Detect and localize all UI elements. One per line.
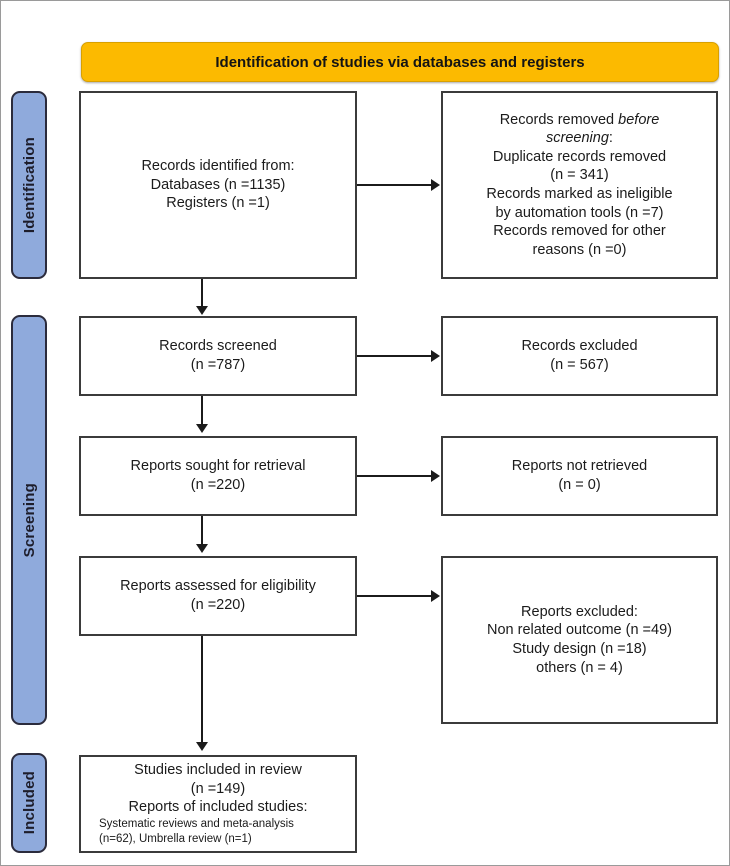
records-excluded-line-2: (n = 567): [550, 357, 609, 373]
records-identified-line-1: Records identified from:: [141, 158, 295, 175]
records-removed-line-3: Duplicate records removed: [492, 148, 667, 165]
connector-sought-to-assessed: [201, 516, 203, 549]
box-records-identified: Records identified from: Databases (n =1…: [79, 91, 357, 279]
records-removed-line-2: screening:: [546, 130, 613, 147]
records-screened-line-2: (n =787): [190, 357, 246, 373]
arrowhead-identified-to-removed: [431, 179, 440, 191]
arrowhead-assessed-to-included: [196, 742, 208, 751]
reports-excluded-line-4: others (n = 4): [536, 659, 623, 676]
stage-label-identification: Identification: [20, 136, 38, 234]
box-records-screened: Records screened (n =787): [79, 316, 357, 396]
header-banner-identification: Identification of studies via databases …: [81, 42, 719, 82]
stage-bar-included: Included: [11, 753, 47, 853]
reports-sought-line-1: Reports sought for retrieval: [130, 458, 306, 475]
records-screened-line-1: Records screened: [159, 338, 277, 355]
studies-included-line-1: Studies included in review: [134, 762, 302, 779]
stage-label-screening: Screening: [20, 482, 38, 558]
box-studies-included: Studies included in review (n =149) Repo…: [79, 755, 357, 853]
arrowhead-assessed-to-excluded: [431, 590, 440, 602]
reports-not-retrieved-line-2: (n = 0): [558, 477, 601, 493]
records-removed-line-1: Records removed before: [499, 111, 660, 128]
box-records-excluded: Records excluded (n = 567): [441, 316, 718, 396]
records-removed-line-5: Records marked as ineligible: [486, 186, 673, 202]
reports-assessed-line-1: Reports assessed for eligibility: [120, 578, 316, 595]
connector-sought-to-not-retrieved: [357, 475, 433, 477]
records-excluded-line-1: Records excluded: [521, 338, 638, 355]
records-identified-line-2: Databases (n =1135): [150, 176, 286, 193]
arrowhead-screened-to-sought: [196, 424, 208, 433]
box-reports-assessed: Reports assessed for eligibility (n =220…: [79, 556, 357, 636]
reports-excluded-line-3: Study design (n =18): [512, 641, 647, 657]
arrowhead-identified-to-screened: [196, 306, 208, 315]
box-reports-sought: Reports sought for retrieval (n =220): [79, 436, 357, 516]
arrowhead-sought-to-not-retrieved: [431, 470, 440, 482]
stage-bar-screening: Screening: [11, 315, 47, 725]
reports-assessed-line-2: (n =220): [190, 597, 246, 613]
connector-assessed-to-excluded: [357, 595, 433, 597]
connector-screened-to-excluded: [357, 355, 433, 357]
arrowhead-sought-to-assessed: [196, 544, 208, 553]
connector-identified-to-removed: [357, 184, 433, 186]
records-removed-line-8: reasons (n =0): [532, 241, 627, 258]
stage-label-included: Included: [20, 771, 38, 835]
arrowhead-screened-to-excluded: [431, 350, 440, 362]
records-removed-line-7: Records removed for other: [493, 223, 666, 240]
studies-included-line-3: Reports of included studies:: [128, 799, 308, 816]
connector-assessed-to-included: [201, 636, 203, 746]
records-identified-line-3: Registers (n =1): [166, 195, 270, 212]
studies-included-small-2: (n=62), Umbrella review (n=1): [99, 832, 252, 845]
records-removed-line-4: (n = 341): [550, 167, 609, 184]
records-removed-line-6: by automation tools (n =7): [495, 204, 664, 221]
studies-included-line-2: (n =149): [190, 780, 246, 797]
reports-excluded-line-1: Reports excluded:: [521, 603, 638, 620]
reports-sought-line-2: (n =220): [190, 477, 246, 493]
connector-screened-to-sought: [201, 396, 203, 429]
reports-excluded-line-2: Non related outcome (n =49): [487, 622, 672, 639]
stage-bar-identification: Identification: [11, 91, 47, 279]
header-banner-label: Identification of studies via databases …: [215, 53, 585, 71]
box-records-removed: Records removed before screening: Duplic…: [441, 91, 718, 279]
studies-included-small-1: Systematic reviews and meta-analysis: [99, 817, 294, 830]
connector-identified-to-screened: [201, 279, 203, 311]
box-reports-excluded: Reports excluded: Non related outcome (n…: [441, 556, 718, 724]
box-reports-not-retrieved: Reports not retrieved (n = 0): [441, 436, 718, 516]
reports-not-retrieved-line-1: Reports not retrieved: [511, 458, 648, 475]
